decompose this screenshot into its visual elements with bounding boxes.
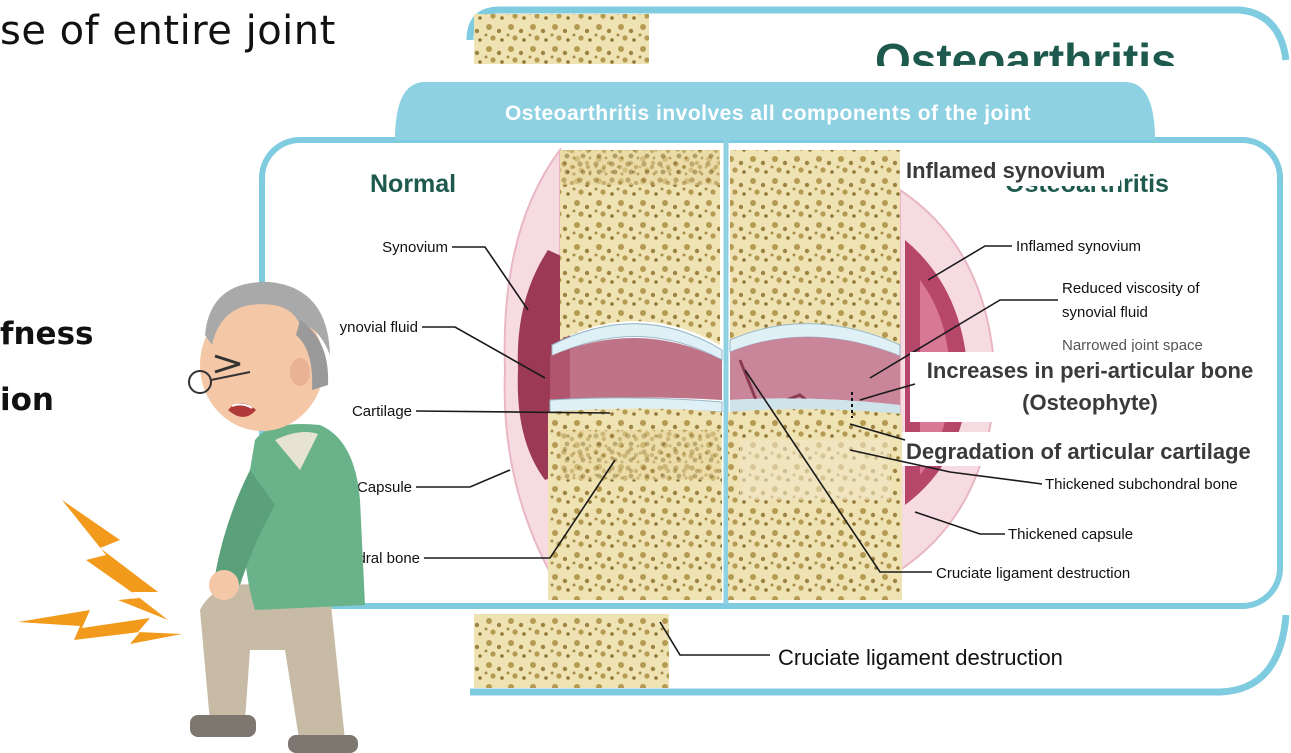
bottom-label-cruciate: Cruciate ligament destruction xyxy=(778,645,1063,670)
label-synovium: Synovium xyxy=(382,239,448,256)
callout-osteophyte-1: Increases in peri-articular bone xyxy=(927,358,1253,383)
label-cartilage: Cartilage xyxy=(352,403,412,420)
main-diagram: Osteoarthritis involves all components o… xyxy=(262,82,1280,606)
callout-cartilage-degradation: Degradation of articular cartilage xyxy=(906,439,1251,464)
label-synovial-fluid: ynovial fluid xyxy=(340,319,418,336)
callout-inflamed-synovium: Inflamed synovium xyxy=(906,158,1105,183)
label-reduced-viscosity-2: synovial fluid xyxy=(1062,304,1148,321)
label-thickened-subchondral: Thickened subchondral bone xyxy=(1045,476,1238,493)
label-reduced-viscosity-1: Reduced viscosity of xyxy=(1062,280,1200,297)
label-thickened-capsule: Thickened capsule xyxy=(1008,526,1133,543)
callout-osteophyte-2: (Osteophyte) xyxy=(1022,390,1158,415)
label-capsule: Capsule xyxy=(357,479,412,496)
lightning-icon xyxy=(18,500,182,644)
banner-title: Osteoarthritis involves all components o… xyxy=(505,102,1031,125)
label-cruciate-ligament: Cruciate ligament destruction xyxy=(936,565,1130,582)
panel-title-normal: Normal xyxy=(370,170,456,198)
label-oa-inflamed-synovium: Inflamed synovium xyxy=(1016,238,1141,255)
label-narrowed-joint-space: Narrowed joint space xyxy=(1062,337,1203,354)
normal-joint xyxy=(505,150,722,600)
